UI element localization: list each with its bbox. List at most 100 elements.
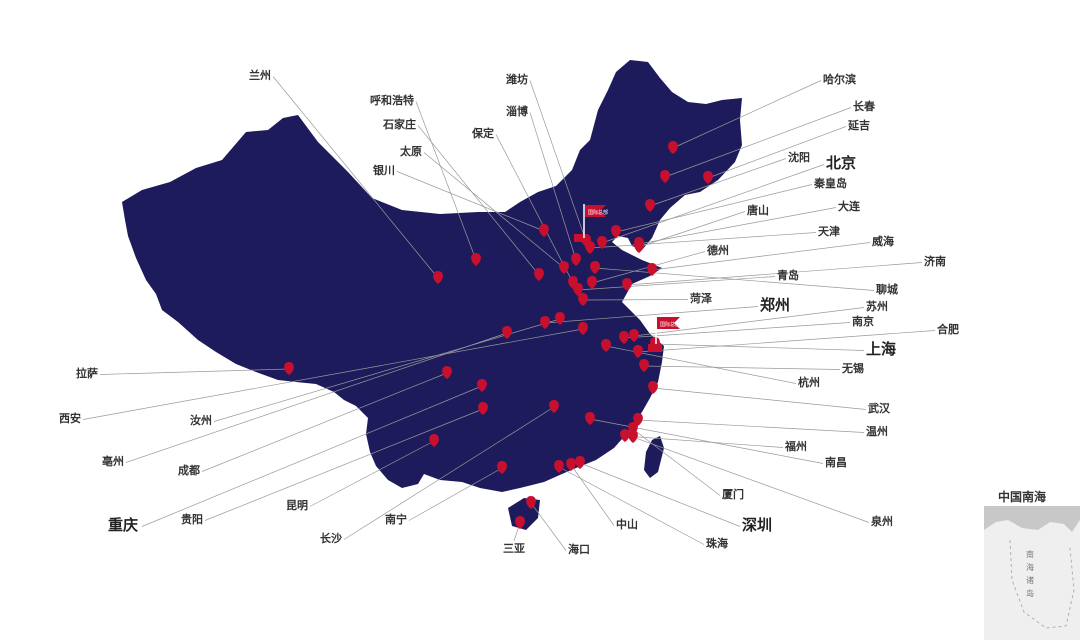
city-marker[interactable] xyxy=(555,312,565,325)
city-label: 成都 xyxy=(178,464,200,477)
leader-line xyxy=(626,262,923,286)
city-label: 聊城 xyxy=(876,283,898,296)
city-marker[interactable] xyxy=(660,170,670,183)
city-marker[interactable] xyxy=(540,316,550,329)
leader-line xyxy=(707,126,847,179)
hq-flag-beijing: 国际总部 xyxy=(574,204,608,242)
city-marker[interactable] xyxy=(442,366,452,379)
city-label: 秦皇岛 xyxy=(814,177,847,190)
city-marker[interactable] xyxy=(645,199,655,212)
city-marker[interactable] xyxy=(622,278,632,291)
leader-line xyxy=(396,171,545,232)
city-marker[interactable] xyxy=(597,236,607,249)
city-marker[interactable] xyxy=(585,241,595,254)
leader-line xyxy=(637,419,865,433)
city-marker[interactable] xyxy=(648,381,658,394)
city-marker[interactable] xyxy=(534,268,544,281)
city-label: 海口 xyxy=(568,543,590,556)
city-marker[interactable] xyxy=(515,516,525,529)
city-label: 贵阳 xyxy=(181,513,203,526)
city-label: 兰州 xyxy=(249,69,271,82)
city-marker[interactable] xyxy=(478,402,488,415)
city-marker[interactable] xyxy=(628,430,638,443)
city-label: 长沙 xyxy=(320,532,342,545)
leader-line xyxy=(558,466,705,545)
city-label: 重庆 xyxy=(108,516,139,534)
city-marker[interactable] xyxy=(628,422,638,435)
leader-line xyxy=(415,101,477,261)
city-label: 亳州 xyxy=(102,455,124,468)
leader-line xyxy=(544,306,759,324)
city-label: 潍坊 xyxy=(506,73,528,86)
city-label: 无锡 xyxy=(842,362,864,375)
city-marker[interactable] xyxy=(601,339,611,352)
leader-line xyxy=(423,152,565,269)
city-marker[interactable] xyxy=(639,359,649,372)
city-marker[interactable] xyxy=(633,345,643,358)
city-marker[interactable] xyxy=(668,141,678,154)
leader-line xyxy=(570,464,615,526)
city-label: 杭州 xyxy=(798,376,820,389)
leader-line xyxy=(529,112,577,261)
city-label: 天津 xyxy=(818,225,840,238)
city-label: 武汉 xyxy=(868,402,890,415)
leader-line xyxy=(201,372,448,472)
city-marker[interactable] xyxy=(629,329,639,342)
city-marker[interactable] xyxy=(566,458,576,471)
leader-line xyxy=(579,462,741,527)
city-marker[interactable] xyxy=(587,276,597,289)
city-label: 银川 xyxy=(373,164,395,177)
city-marker[interactable] xyxy=(578,293,588,306)
city-marker[interactable] xyxy=(526,496,536,509)
city-marker[interactable] xyxy=(634,237,644,250)
city-marker[interactable] xyxy=(433,271,443,284)
city-label: 济南 xyxy=(924,255,946,268)
city-marker[interactable] xyxy=(497,461,507,474)
city-marker[interactable] xyxy=(575,456,585,469)
leader-line xyxy=(623,322,851,339)
city-marker[interactable] xyxy=(620,429,630,442)
city-label: 拉萨 xyxy=(76,367,98,380)
city-label: 苏州 xyxy=(866,300,888,313)
city-label: 南昌 xyxy=(825,456,847,469)
city-label: 呼和浩特 xyxy=(370,94,414,107)
city-marker[interactable] xyxy=(559,261,569,274)
city-marker[interactable] xyxy=(611,225,621,238)
city-marker[interactable] xyxy=(549,400,559,413)
leader-line xyxy=(615,184,813,233)
city-label: 郑州 xyxy=(760,296,791,314)
city-label: 淄博 xyxy=(506,105,528,118)
leader-line xyxy=(594,267,875,291)
leader-line xyxy=(204,408,484,521)
city-marker[interactable] xyxy=(429,434,439,447)
city-marker[interactable] xyxy=(502,326,512,339)
city-marker[interactable] xyxy=(477,379,487,392)
leader-line xyxy=(633,307,865,337)
city-marker[interactable] xyxy=(471,253,481,266)
leader-line xyxy=(272,76,439,279)
leader-line xyxy=(141,385,483,527)
city-marker[interactable] xyxy=(554,460,564,473)
city-marker[interactable] xyxy=(703,171,713,184)
inset-islands-label: 南海诸岛 xyxy=(1026,550,1034,598)
city-marker[interactable] xyxy=(573,283,583,296)
city-label: 温州 xyxy=(866,425,888,438)
leader-line xyxy=(589,232,817,249)
city-marker[interactable] xyxy=(647,263,657,276)
city-marker[interactable] xyxy=(571,253,581,266)
city-marker[interactable] xyxy=(578,322,588,335)
city-marker[interactable] xyxy=(284,362,294,375)
city-marker[interactable] xyxy=(585,412,595,425)
city-marker[interactable] xyxy=(590,261,600,274)
city-markers xyxy=(284,141,713,529)
city-label: 大连 xyxy=(838,200,860,213)
leader-line xyxy=(601,164,825,244)
city-label: 西安 xyxy=(59,412,81,425)
city-marker[interactable] xyxy=(619,331,629,344)
city-label: 三亚 xyxy=(503,542,525,555)
leader-line xyxy=(672,80,822,149)
city-marker[interactable] xyxy=(539,224,549,237)
leader-line xyxy=(530,502,567,551)
leader-line xyxy=(309,440,435,507)
city-label: 保定 xyxy=(472,127,494,140)
